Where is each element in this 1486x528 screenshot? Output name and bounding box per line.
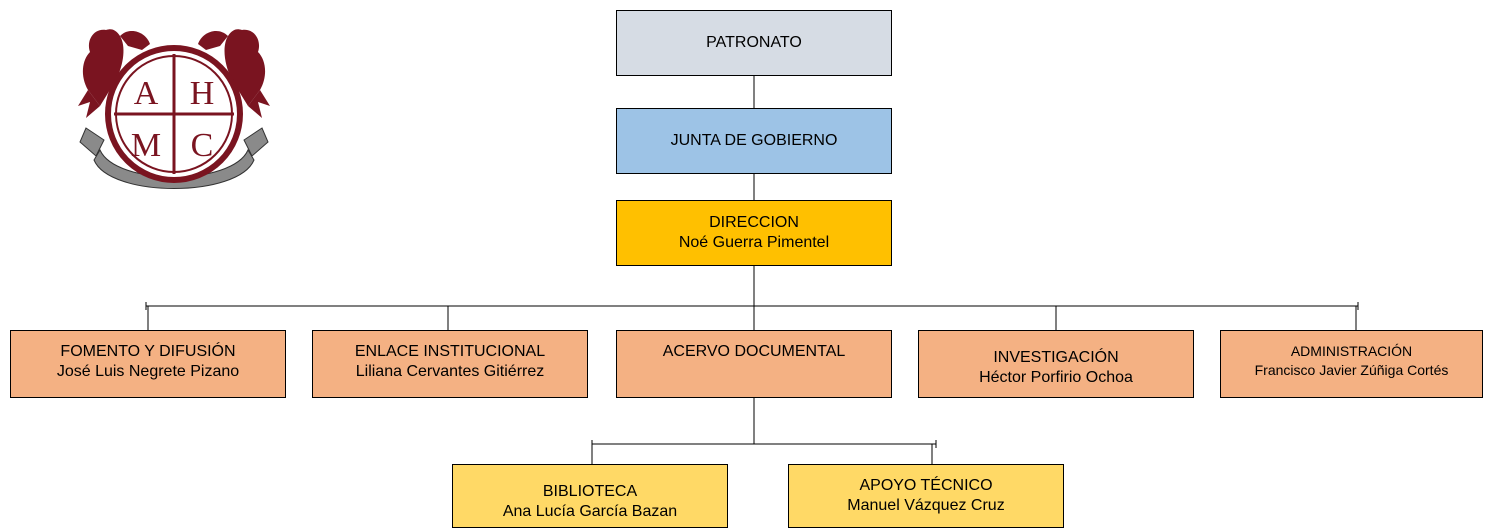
node-enlace-name: Liliana Cervantes Gitiérrez [355,363,545,380]
eagle-left-icon [78,29,150,118]
node-patronato-title: PATRONATO [706,34,802,51]
node-junta-title: JUNTA DE GOBIERNO [670,132,838,149]
logo-letter-m: M [131,127,161,164]
node-direccion-name: Noé Guerra Pimentel [678,234,830,251]
node-fomento-title: FOMENTO Y DIFUSIÓN [60,343,236,360]
node-junta-de-gobierno: JUNTA DE GOBIERNO [616,108,892,174]
node-apoyo-tecnico: APOYO TÉCNICO Manuel Vázquez Cruz [788,464,1064,528]
ornament-base-icon [79,127,269,189]
ahmc-logo: A H M C [78,29,270,189]
node-administracion-name: Francisco Javier Zúñiga Cortés [1254,362,1449,378]
eagle-right-icon [198,29,270,118]
logo-letter-a: A [134,75,159,112]
node-apoyo-title: APOYO TÉCNICO [859,477,993,494]
node-biblioteca-name: Ana Lucía García Bazan [502,503,678,520]
node-administracion: ADMINISTRACIÓN Francisco Javier Zúñiga C… [1220,330,1483,398]
logo-letter-c: C [191,127,214,164]
node-acervo-title: ACERVO DOCUMENTAL [662,343,846,360]
node-fomento-y-difusion: FOMENTO Y DIFUSIÓN José Luis Negrete Piz… [10,330,286,398]
node-administracion-title: ADMINISTRACIÓN [1290,343,1413,359]
node-investigacion-title: INVESTIGACIÓN [993,349,1119,366]
node-acervo-documental: ACERVO DOCUMENTAL [616,330,892,398]
node-apoyo-name: Manuel Vázquez Cruz [847,497,1005,514]
node-investigacion: INVESTIGACIÓN Héctor Porfirio Ochoa [918,330,1194,398]
node-fomento-name: José Luis Negrete Pizano [56,363,240,380]
node-biblioteca: BIBLIOTECA Ana Lucía García Bazan [452,464,728,528]
node-enlace-institucional: ENLACE INSTITUCIONAL Liliana Cervantes G… [312,330,588,398]
node-direccion-title: DIRECCION [709,214,799,231]
logo-letter-h: H [190,75,215,112]
node-investigacion-name: Héctor Porfirio Ochoa [979,369,1133,386]
node-direccion: DIRECCION Noé Guerra Pimentel [616,200,892,266]
node-biblioteca-title: BIBLIOTECA [542,483,638,500]
node-enlace-title: ENLACE INSTITUCIONAL [354,343,546,360]
node-patronato: PATRONATO [616,10,892,76]
